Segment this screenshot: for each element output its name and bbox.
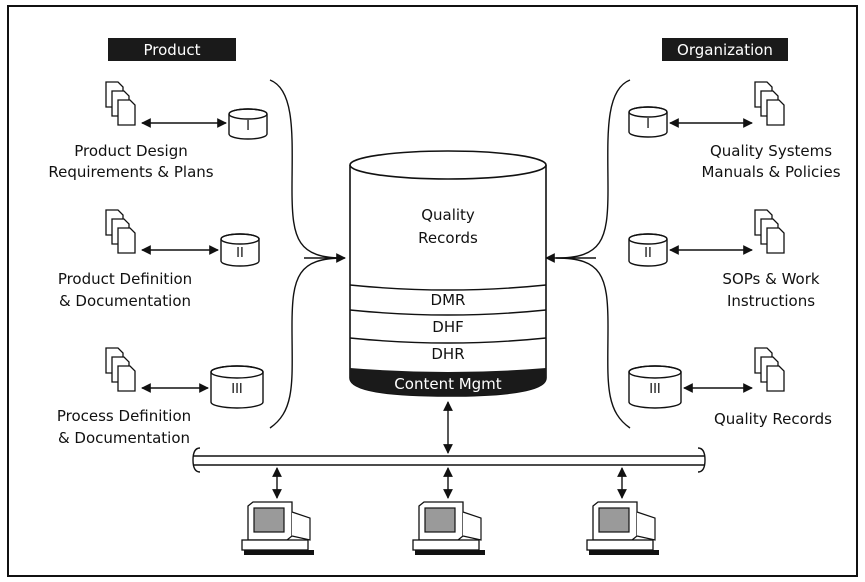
small-database-icon bbox=[628, 106, 668, 138]
central-db-title-line2: Records bbox=[418, 229, 478, 247]
left-db-1-label: I bbox=[246, 119, 250, 134]
small-database-icon bbox=[228, 108, 268, 140]
quality-records-database bbox=[349, 150, 547, 397]
organization-header: Organization bbox=[677, 41, 773, 59]
document-stack-icon bbox=[754, 81, 785, 126]
layer-dmr: DMR bbox=[431, 291, 466, 309]
small-database-icon bbox=[628, 233, 668, 267]
right-item-1-line2: Manuals & Policies bbox=[701, 163, 840, 181]
right-db-1-label: I bbox=[646, 117, 650, 132]
left-brace bbox=[269, 79, 345, 429]
content-mgmt-label: Content Mgmt bbox=[394, 375, 501, 393]
document-stack-icon bbox=[105, 347, 136, 392]
product-header-bg bbox=[108, 38, 236, 61]
document-stack-icon bbox=[754, 209, 785, 254]
right-item-2-line2: Instructions bbox=[727, 292, 815, 310]
left-item-2-line2: & Documentation bbox=[59, 292, 191, 310]
right-item-3-line1: Quality Records bbox=[714, 410, 832, 428]
layer-dhr: DHR bbox=[431, 345, 464, 363]
central-db-title-line1: Quality bbox=[421, 206, 475, 224]
small-database-icon bbox=[628, 365, 682, 409]
left-db-2-label: II bbox=[236, 246, 244, 261]
right-db-2-label: II bbox=[644, 246, 652, 261]
network-bus bbox=[192, 447, 706, 473]
left-item-3-line2: & Documentation bbox=[58, 429, 190, 447]
left-item-3-line1: Process Definition bbox=[57, 407, 191, 425]
document-stack-icon bbox=[105, 81, 136, 126]
document-stack-icon bbox=[105, 209, 136, 254]
layer-dhf: DHF bbox=[432, 318, 463, 336]
right-item-1-line1: Quality Systems bbox=[710, 142, 832, 160]
document-stack-icon bbox=[754, 347, 785, 392]
content-mgmt-band bbox=[350, 368, 546, 396]
product-header: Product bbox=[144, 41, 201, 59]
desktop-computer-icon bbox=[241, 501, 315, 556]
left-item-1-line2: Requirements & Plans bbox=[48, 163, 213, 181]
left-item-2-line1: Product Definition bbox=[58, 270, 192, 288]
diagram-border bbox=[7, 5, 858, 577]
left-item-1-line1: Product Design bbox=[74, 142, 188, 160]
desktop-computer-icon bbox=[412, 501, 486, 556]
organization-header-bg bbox=[662, 38, 788, 61]
small-database-icon bbox=[220, 233, 260, 267]
right-db-3-label: III bbox=[649, 382, 661, 397]
left-db-3-label: III bbox=[231, 382, 243, 397]
right-brace bbox=[555, 79, 631, 429]
right-item-2-line1: SOPs & Work bbox=[722, 270, 819, 288]
small-database-icon bbox=[210, 365, 264, 409]
desktop-computer-icon bbox=[586, 501, 660, 556]
